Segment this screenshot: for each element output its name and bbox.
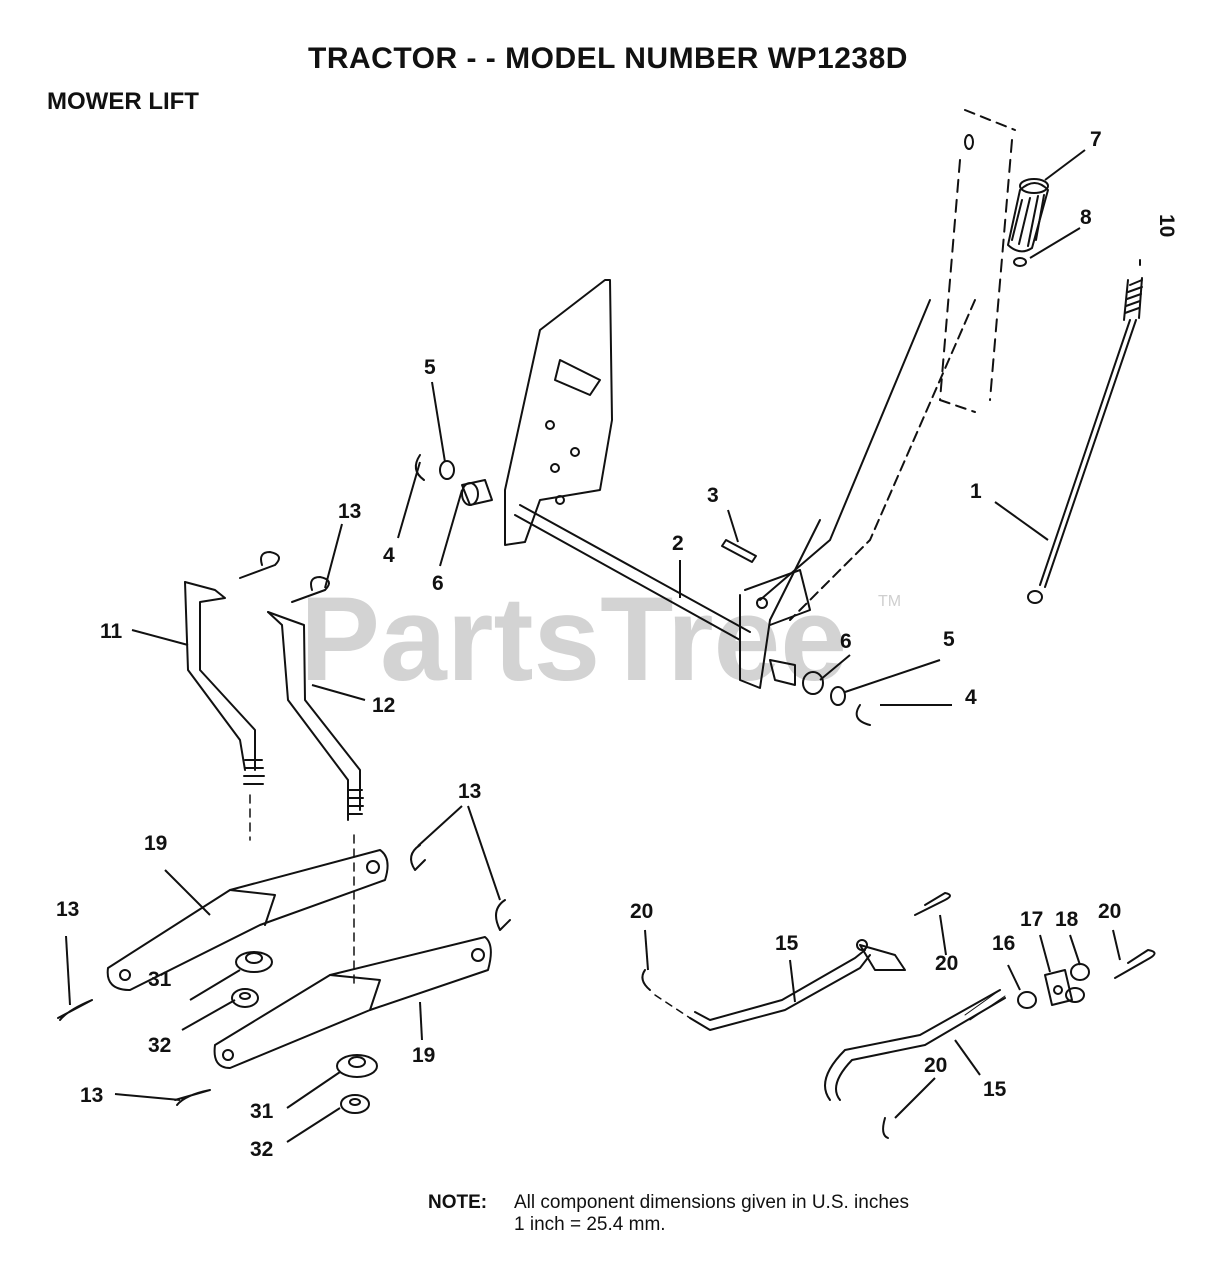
left-shaft-hardware xyxy=(414,454,493,506)
callout-3: 3 xyxy=(707,484,719,507)
callout-32: 32 xyxy=(148,1034,171,1057)
callout-31: 31 xyxy=(148,968,172,991)
lift-lever xyxy=(759,109,1016,621)
hairpin-clips-top xyxy=(239,551,330,603)
callout-31: 31 xyxy=(250,1100,274,1123)
callout-10: 10 xyxy=(1155,214,1178,237)
callout-18: 18 xyxy=(1055,908,1079,931)
callout-2: 2 xyxy=(672,532,684,555)
callout-labels: 7 8 10 1 5 4 6 3 2 6 5 4 13 11 12 13 19 … xyxy=(56,128,1178,1161)
retaining-ring xyxy=(1013,257,1027,267)
page-title: TRACTOR - - MODEL NUMBER WP1238D xyxy=(308,42,908,75)
adjuster-rod-upper xyxy=(641,939,906,1031)
callout-32: 32 xyxy=(250,1138,273,1161)
callout-11: 11 xyxy=(100,620,123,643)
watermark-tm: TM xyxy=(878,593,901,610)
lift-spring-rod xyxy=(1027,259,1143,604)
lift-arm-lower xyxy=(213,936,492,1069)
hairpin-clips-lower xyxy=(57,999,211,1106)
lift-link-left xyxy=(184,581,265,841)
callout-20: 20 xyxy=(924,1054,947,1077)
dimension-note: NOTE: All component dimensions given in U… xyxy=(428,1192,909,1236)
handle-grip xyxy=(1007,178,1049,253)
callout-5: 5 xyxy=(943,628,955,651)
callout-20: 20 xyxy=(935,952,958,975)
callout-13: 13 xyxy=(56,898,79,921)
hairpin-clips-20 xyxy=(882,892,1156,1139)
callout-7: 7 xyxy=(1090,128,1102,151)
lift-link-right xyxy=(267,611,364,986)
callout-8: 8 xyxy=(1080,206,1092,229)
lift-shaft xyxy=(514,504,811,689)
callout-6: 6 xyxy=(432,572,444,595)
watermark-text: PartsTree xyxy=(300,572,847,706)
callout-16: 16 xyxy=(992,932,1015,955)
callout-20: 20 xyxy=(1098,900,1121,923)
callout-20: 20 xyxy=(630,900,653,923)
section-title: MOWER LIFT xyxy=(47,88,199,115)
roll-pin xyxy=(721,539,757,563)
leader-lines xyxy=(65,149,1121,1143)
hairpin-clips-middle xyxy=(410,844,511,931)
callout-13: 13 xyxy=(458,780,481,803)
note-line-1: All component dimensions given in U.S. i… xyxy=(514,1192,909,1213)
mounting-bracket xyxy=(504,279,613,546)
callout-12: 12 xyxy=(372,694,395,717)
note-line-2: 1 inch = 25.4 mm. xyxy=(514,1214,666,1235)
note-label: NOTE: xyxy=(428,1192,488,1213)
callout-19: 19 xyxy=(144,832,167,855)
callout-15: 15 xyxy=(983,1078,1007,1101)
callout-1: 1 xyxy=(970,480,982,503)
lift-arm-upper xyxy=(106,849,389,991)
callout-6: 6 xyxy=(840,630,852,653)
adjuster-hardware xyxy=(1017,963,1090,1009)
right-shaft-hardware xyxy=(769,659,871,726)
callout-17: 17 xyxy=(1020,908,1043,931)
callout-13: 13 xyxy=(80,1084,103,1107)
callout-4: 4 xyxy=(965,686,977,709)
callout-5: 5 xyxy=(424,356,436,379)
callout-13: 13 xyxy=(338,500,361,523)
callout-15: 15 xyxy=(775,932,799,955)
spacer-nut-upper xyxy=(231,951,273,1008)
spacer-nut-lower xyxy=(336,1054,378,1114)
adjuster-rod-lower xyxy=(824,989,1006,1101)
callout-4: 4 xyxy=(383,544,395,567)
callout-19: 19 xyxy=(412,1044,435,1067)
